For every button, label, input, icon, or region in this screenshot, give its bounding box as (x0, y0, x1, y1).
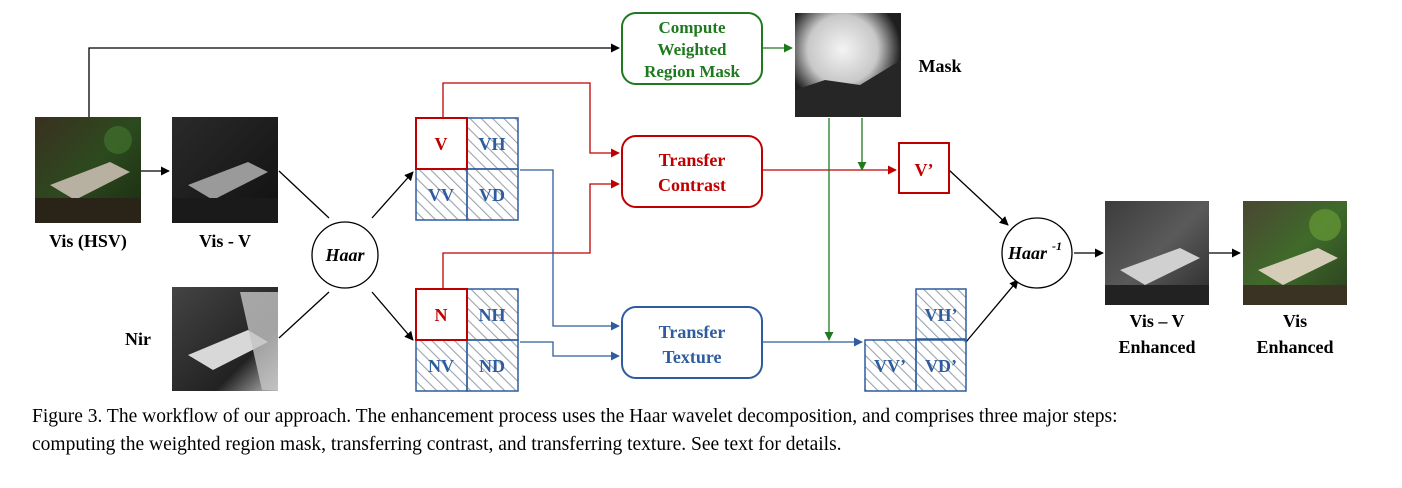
image-vis-v (172, 117, 278, 223)
subband-vh: VH (479, 134, 506, 154)
label-vis-enhanced-2: Enhanced (1256, 337, 1333, 357)
subband-vv: VV (428, 185, 454, 205)
arrow-vprime-to-haarinv (948, 169, 1009, 226)
subband-vv-prime: VV’ (874, 356, 906, 376)
output-subbands: V’ VH’ VV’ VD’ (864, 142, 967, 392)
arrow-vis-to-mask (88, 43, 620, 117)
black-connectors (88, 43, 1241, 343)
contrast-line-2: Contrast (658, 175, 726, 195)
label-nir: Nir (125, 329, 151, 349)
haar-inv-label: Haar (1007, 243, 1048, 263)
subband-vd-prime: VD’ (925, 356, 957, 376)
arrow-subbands-to-haarinv (965, 279, 1019, 343)
green-connectors (762, 43, 867, 341)
haar-node: Haar (311, 221, 379, 289)
texture-line-1: Transfer (659, 322, 726, 342)
arrow-nir-detail-to-texture (520, 341, 620, 361)
label-vis-v-enhanced-2: Enhanced (1118, 337, 1195, 357)
subband-v: V (435, 134, 448, 154)
texture-line-2: Texture (662, 347, 721, 367)
image-vis-enhanced (1243, 201, 1347, 305)
subband-vd: VD (479, 185, 505, 205)
image-vis-hsv (35, 117, 141, 223)
arrow-vis-detail-to-texture (520, 169, 620, 331)
subband-v-prime: V’ (915, 160, 934, 180)
image-nir (172, 287, 278, 391)
label-mask: Mask (918, 56, 961, 76)
subband-vh-prime: VH’ (925, 305, 958, 325)
box-weighted-region-mask: Compute Weighted Region Mask (621, 12, 763, 85)
line-visv-to-haar (278, 170, 330, 219)
subband-n: N (435, 305, 448, 325)
label-vis-hsv: Vis (HSV) (49, 231, 127, 252)
box-transfer-texture: Transfer Texture (621, 306, 763, 379)
arrow-n-to-transfer-contrast (442, 179, 620, 288)
arrow-v-to-transfer-contrast (442, 82, 620, 158)
haar-label: Haar (324, 245, 365, 265)
image-vis-v-enhanced (1105, 201, 1209, 305)
arrow-haar-to-vis-subbands (371, 171, 414, 219)
box-transfer-contrast: Transfer Contrast (621, 135, 763, 208)
arrow-haar-to-nir-subbands (371, 291, 414, 341)
caption-line-1: Figure 3. The workflow of our approach. … (32, 406, 1118, 427)
weighted-line-2: Weighted (658, 40, 727, 59)
haar-inverse-node: Haar -1 (1001, 217, 1073, 289)
workflow-diagram: Vis (HSV) Vis - V Nir Mask Vis – V Enhan… (35, 12, 1347, 392)
blue-connectors (520, 169, 863, 361)
label-vis-enhanced-1: Vis (1283, 311, 1307, 331)
figure-caption: Figure 3. The workflow of our approach. … (32, 403, 1392, 459)
subband-nv: NV (428, 356, 454, 376)
haar-inv-superscript: -1 (1052, 239, 1062, 253)
image-mask (795, 13, 901, 117)
label-vis-v-enhanced-1: Vis – V (1129, 311, 1184, 331)
weighted-line-3: Region Mask (644, 62, 740, 81)
nir-subbands: N NH NV ND (415, 288, 519, 392)
label-vis-v: Vis - V (199, 231, 251, 251)
vis-subbands: V VH VV VD (415, 117, 519, 221)
caption-line-2: computing the weighted region mask, tran… (32, 434, 842, 455)
subband-nd: ND (479, 356, 505, 376)
line-nir-to-haar (278, 291, 330, 339)
weighted-line-1: Compute (658, 18, 726, 37)
subband-nh: NH (479, 305, 506, 325)
contrast-line-1: Transfer (659, 150, 726, 170)
